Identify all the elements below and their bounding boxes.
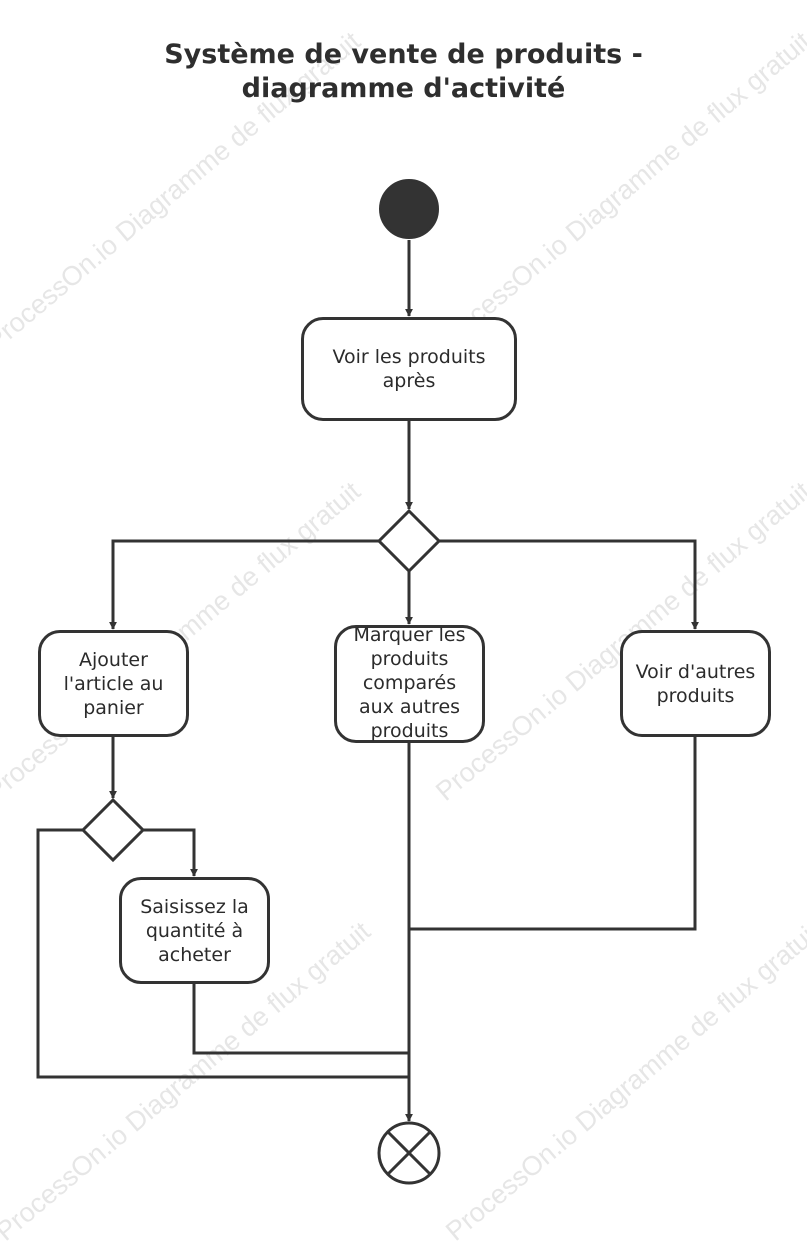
diagram-title-line-1: Système de vente de produits - <box>164 39 643 70</box>
activity-view-products-line-2: après <box>382 370 436 392</box>
diagram-title-line-2: diagramme d'activité <box>241 73 566 104</box>
activity-enter-quantity-line-3: acheter <box>158 943 231 966</box>
start-node <box>379 179 439 239</box>
activity-add-to-cart: Ajouter l'article au panier <box>38 630 189 737</box>
end-node <box>377 1121 441 1185</box>
diagram-title: Système de vente de produits - diagramme… <box>0 38 807 106</box>
activity-mark-compared: Marquer les produits comparés aux autres… <box>334 624 485 743</box>
activity-diagram <box>36 179 699 1185</box>
activity-mark-compared-line-5: produits <box>370 720 449 742</box>
edge-quantity-to-end <box>192 983 409 1055</box>
decision-node-cart <box>80 797 146 863</box>
edge-decision-to-add <box>109 539 379 630</box>
activity-mark-compared-line-4: aux autres <box>358 696 461 718</box>
edge-other-to-end <box>409 736 697 931</box>
activity-view-products: Voir les produits après <box>301 317 517 421</box>
activity-mark-compared-line-1: Marquer les <box>353 624 466 646</box>
edge-decision-to-other <box>439 539 699 630</box>
activity-view-products-line-1: Voir les produits <box>332 346 486 368</box>
activity-enter-quantity: Saisissez la quantité à acheter <box>119 877 270 984</box>
activity-enter-quantity-line-2: quantité à <box>145 919 244 942</box>
activity-view-other-line-1: Voir d'autres <box>635 660 756 683</box>
edge-decision2-to-quantity <box>143 828 198 877</box>
activity-add-to-cart-line-1: Ajouter <box>79 648 148 671</box>
activity-mark-compared-line-2: produits <box>370 648 449 670</box>
activity-view-other: Voir d'autres produits <box>620 630 771 737</box>
activity-enter-quantity-line-1: Saisissez la <box>140 895 249 918</box>
activity-view-other-line-2: produits <box>656 684 735 707</box>
activity-add-to-cart-line-2: l'article au <box>63 672 164 695</box>
decision-node-main <box>376 508 442 574</box>
activity-mark-compared-line-3: comparés <box>362 672 457 694</box>
activity-add-to-cart-line-3: panier <box>83 696 144 719</box>
edge-decision2-to-end <box>36 828 409 1079</box>
